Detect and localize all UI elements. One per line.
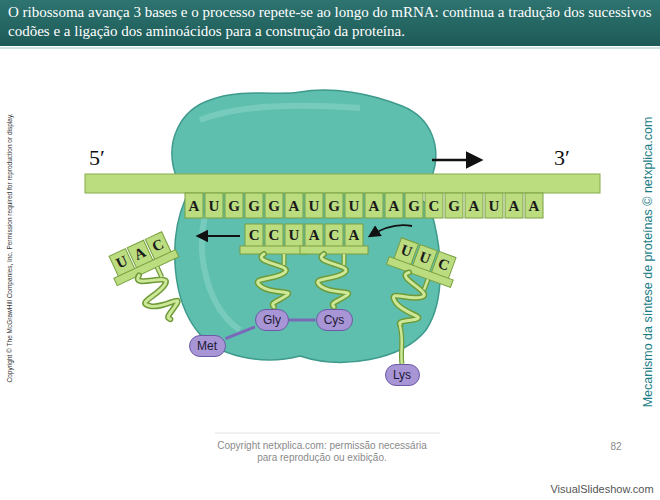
trna-p-site: [240, 224, 308, 307]
mrna-base: G: [328, 198, 340, 215]
mrna-tooth: [405, 193, 423, 218]
amino-acid-name: Lys: [393, 368, 411, 382]
strand-end-label: 3′: [554, 145, 570, 171]
side-caption: Mecanismo da síntese de proteínas © netx…: [641, 117, 655, 408]
mrna-tooth: [425, 193, 443, 218]
mrna-tooth: [245, 193, 263, 218]
mrna-base: U: [489, 198, 500, 215]
header-rule: [0, 48, 660, 49]
mrna-base: U: [349, 198, 360, 215]
mrna-tooth: [345, 193, 363, 218]
amino-acid-name: Gly: [263, 313, 281, 327]
mrna-tooth: [225, 193, 243, 218]
exit-arrow: [198, 235, 240, 237]
mrna-tooth: [505, 193, 523, 218]
mrna-base: G: [248, 198, 260, 215]
ribosome-highlight: [200, 106, 360, 120]
mrna-tooth: [365, 193, 383, 218]
mrna-base: G: [228, 198, 240, 215]
ribosome-small-subunit: [172, 90, 436, 176]
mrna-base: A: [389, 198, 400, 215]
mrna-base: A: [469, 198, 480, 215]
entry-arrow: [370, 225, 412, 236]
mrna-base: A: [509, 198, 520, 215]
mrna-base: A: [289, 198, 300, 215]
mrna-base: U: [209, 198, 220, 215]
watermark: VisualSlideshow.com: [550, 483, 653, 495]
mrna-base: C: [429, 198, 440, 215]
mrna-tooth: [485, 193, 503, 218]
mrna-base: G: [408, 198, 420, 215]
incoming-trna: [368, 236, 460, 337]
mrna-teeth: [185, 193, 543, 218]
mrna-tooth: [285, 193, 303, 218]
footer-copyright: Copyright netxplica.com: permissão neces…: [212, 440, 432, 464]
footer-rule: [215, 433, 440, 434]
mrna-tooth: [185, 193, 203, 218]
direction-arrow: [432, 159, 480, 162]
ribosome-highlight: [202, 215, 240, 330]
trna-stem: [400, 326, 402, 364]
amino-acid: Cys: [316, 309, 353, 331]
mrna-tooth: [465, 193, 483, 218]
mrna-base: G: [448, 198, 460, 215]
mrna-tooth: [205, 193, 223, 218]
amino-acid: Gly: [255, 309, 289, 331]
slide-title: O ribossoma avança 3 bases e o processo …: [8, 3, 652, 41]
strand-end-label: 5′: [89, 145, 105, 171]
mrna-tooth: [265, 193, 283, 218]
mrna-tooth: [525, 193, 543, 218]
anticodon: ACA: [300, 227, 369, 244]
mrna-tooth: [385, 193, 403, 218]
mrna-strand: [85, 174, 600, 193]
trna-a-site: [300, 224, 368, 307]
mrna-tooth: [305, 193, 323, 218]
amino-acid-name: Cys: [324, 313, 345, 327]
mrna-tooth: [325, 193, 343, 218]
peptide-bond: [289, 319, 316, 322]
trna-stem: [400, 326, 402, 364]
mrna-base: A: [189, 198, 200, 215]
header-bar: O ribossoma avança 3 bases e o processo …: [0, 0, 660, 46]
amino-acid: Met: [189, 335, 226, 357]
mrna-base: A: [529, 198, 540, 215]
peptide-bond: [226, 327, 256, 339]
exiting-trna: [105, 230, 202, 334]
page-number: 82: [610, 441, 621, 452]
mrna-base: A: [369, 198, 380, 215]
copyright-note: Copyright © The McGrawHill Companies, In…: [6, 114, 13, 383]
mrna-base: U: [309, 198, 320, 215]
mrna-base: G: [268, 198, 280, 215]
anticodon: CCU: [240, 227, 309, 244]
amino-acid-name: Met: [197, 339, 217, 353]
amino-acid: Lys: [385, 364, 420, 386]
mrna-tooth: [445, 193, 463, 218]
